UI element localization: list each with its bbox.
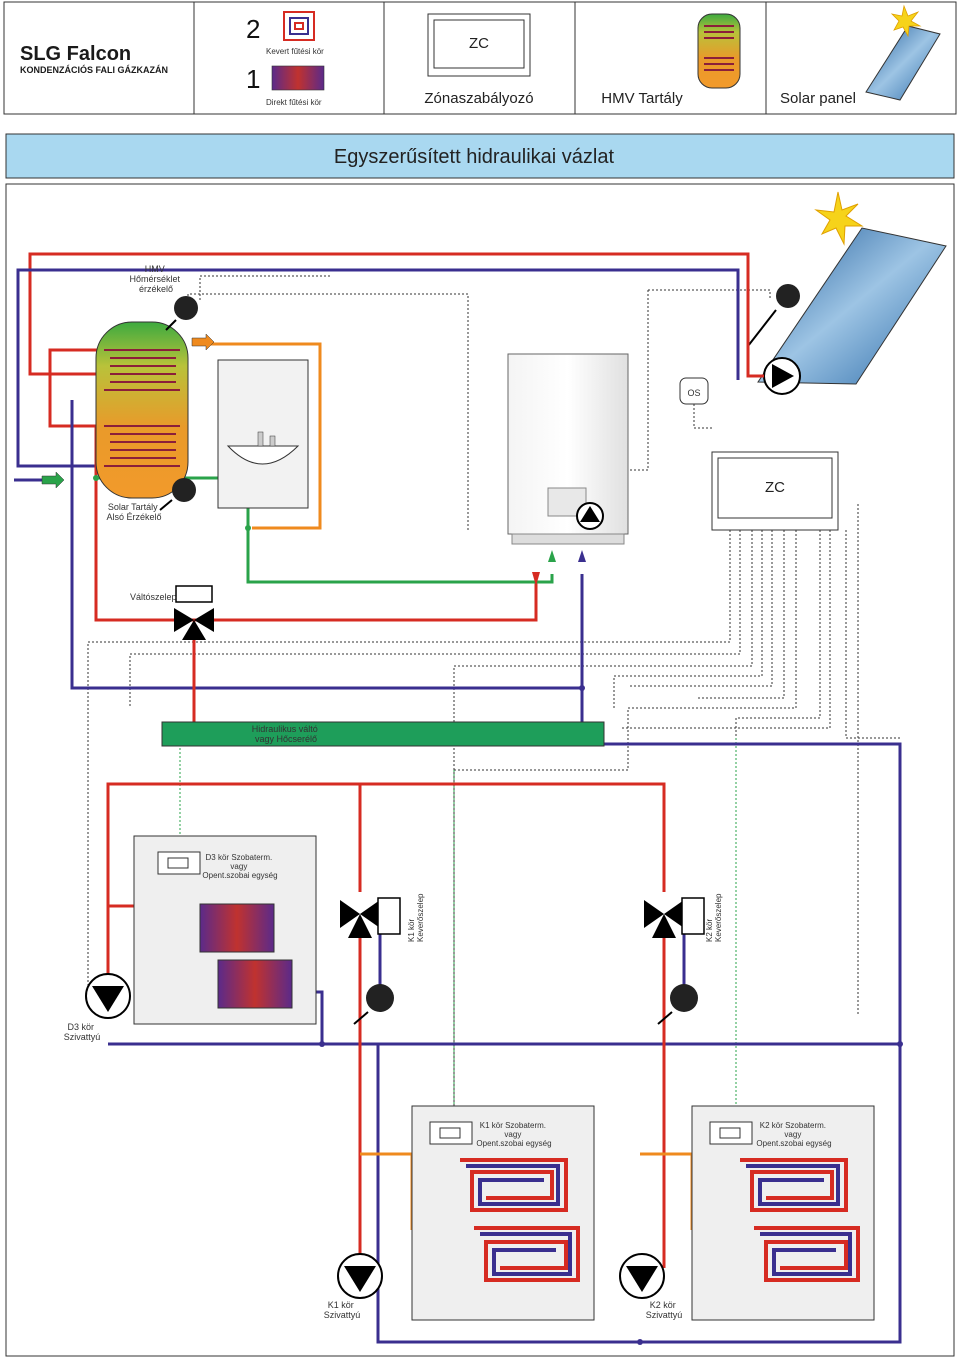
k1-mixing-valve: K1 kör Keverőszelep — [340, 893, 425, 942]
diverter-valve: Váltószelep — [130, 585, 214, 640]
d3-pump-label: D3 kör Szivattyú — [64, 1022, 101, 1042]
k2-pump: K2 kör Szivattyú — [619, 1253, 683, 1320]
k2-mixer-label: K2 kör Keverőszelep — [705, 893, 723, 942]
d3-room-label: D3 kör Szobaterm. vagy Opent.szobai egys… — [202, 853, 277, 880]
outdoor-sensor: OS — [679, 377, 709, 405]
k2-mixing-valve: K2 kör Keverőszelep — [644, 893, 723, 942]
control-wiring — [87, 275, 902, 1118]
valve-label: Váltószelep — [130, 592, 177, 602]
separator-label: Hidraulikus váltó vagy Hőcserélő — [252, 724, 321, 744]
brand-name: SLG Falcon — [20, 43, 131, 65]
radiator-icon — [271, 65, 325, 91]
sun-icon — [814, 191, 864, 246]
k2-pump-label: K2 kör Szivattyú — [646, 1300, 683, 1320]
d3-radiator-1 — [199, 903, 275, 953]
tank-bottom-sensor — [159, 478, 196, 511]
solar-panel-label: Solar panel — [780, 90, 856, 107]
direct-circuit-number: 1 — [246, 64, 260, 94]
k2-floor-heating-2 — [754, 1226, 860, 1282]
zone-controller-icon: ZC — [427, 13, 531, 77]
diagram-frame — [5, 183, 955, 1357]
brand-subtitle: KONDENZÁCIÓS FALI GÁZKAZÁN — [20, 64, 168, 75]
cold-water-inlet-arrow — [41, 471, 65, 489]
k1-floor-heating-1 — [460, 1158, 568, 1212]
solar-panel-icon — [865, 4, 941, 101]
hmv-sensor-label: HMV Hőmérséklet érzékelő — [129, 264, 182, 294]
d3-room: D3 kör Szobaterm. vagy Opent.szobai egys… — [133, 835, 317, 1025]
k2-room-label: K2 kör Szobaterm. vagy Opent.szobai egys… — [756, 1121, 831, 1148]
k1-mixer-label: K1 kör Keverőszelep — [407, 893, 425, 942]
washbasin — [217, 359, 309, 509]
zone-controller: ZC — [711, 451, 839, 531]
mixed-circuit-number: 2 — [246, 14, 260, 44]
k1-room: K1 kör Szobaterm. vagy Opent.szobai egys… — [411, 1105, 595, 1321]
dhw-tank-icon — [697, 13, 741, 89]
k1-sensor — [353, 984, 394, 1025]
dhw-tank-label: HMV Tartály — [601, 90, 683, 107]
dhw-tank: HMV Hőmérséklet érzékelő Solar Tartály A… — [41, 264, 215, 522]
zone-controller-text: ZC — [765, 479, 785, 496]
gas-boiler — [507, 353, 629, 586]
sun-icon — [890, 4, 922, 38]
zone-icon-text: ZC — [469, 35, 489, 52]
pipe-junctions — [93, 475, 903, 1345]
k1-floor-heating-2 — [474, 1226, 580, 1282]
solar-pump — [763, 357, 801, 395]
diagram-title: Egyszerűsített hidraulikai vázlat — [334, 146, 615, 168]
zone-controller-label: Zónaszabályozó — [424, 90, 533, 107]
pipes — [14, 252, 902, 1344]
k2-floor-heating-1 — [740, 1158, 848, 1212]
k2-sensor — [657, 984, 698, 1025]
title-bar: Egyszerűsített hidraulikai vázlat — [5, 133, 955, 179]
k1-room-label: K1 kör Szobaterm. vagy Opent.szobai egys… — [476, 1121, 551, 1148]
d3-radiator-2 — [217, 959, 293, 1009]
mixed-circuit-label: Kevert fűtési kör — [266, 47, 324, 56]
direct-circuit-label: Direkt fűtési kör — [266, 98, 322, 107]
tank-top-sensor — [165, 296, 198, 331]
d3-pump: D3 kör Szivattyú — [64, 973, 131, 1042]
hydraulic-separator: Hidraulikus váltó vagy Hőcserélő — [161, 721, 605, 747]
k2-room: K2 kör Szobaterm. vagy Opent.szobai egys… — [691, 1105, 875, 1321]
main-solar-panel — [757, 191, 947, 385]
collector-sensor — [747, 284, 800, 347]
brand-logo: SLG Falcon KONDENZÁCIÓS FALI GÁZKAZÁN — [20, 43, 168, 75]
k1-pump-label: K1 kör Szivattyú — [324, 1300, 361, 1320]
outdoor-sensor-label: OS — [687, 388, 700, 398]
solar-sensor-label: Solar Tartály Alsó Érzékelő — [106, 502, 161, 522]
header-bar: SLG Falcon KONDENZÁCIÓS FALI GÁZKAZÁN 2 … — [3, 1, 957, 115]
floor-coil-icon — [283, 11, 315, 41]
k1-pump: K1 kör Szivattyú — [324, 1253, 383, 1320]
hot-water-outlet-arrow — [191, 333, 215, 351]
